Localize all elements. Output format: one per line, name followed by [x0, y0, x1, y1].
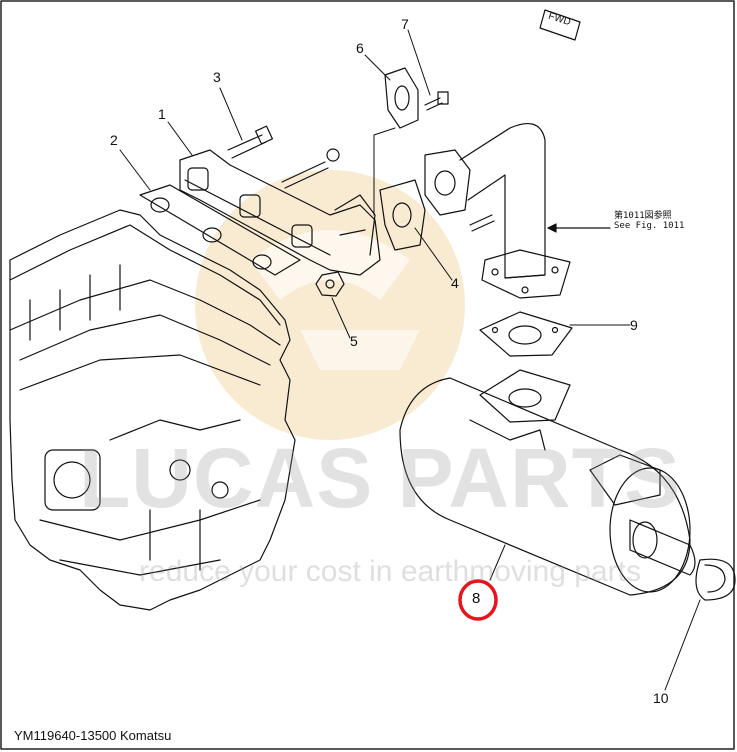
callout-10: 10 — [653, 690, 669, 706]
highlight-circle-part-8 — [458, 579, 498, 621]
gasket-part-6 — [384, 67, 419, 129]
bolt-part-3 — [227, 125, 273, 159]
manifold-gasket-part-2 — [139, 184, 301, 276]
exhaust-elbow-pipe — [424, 122, 571, 299]
watermark-tagline: reduce your cost in earthmoving parts — [139, 555, 641, 588]
nut-part-5 — [315, 271, 345, 297]
callout-5: 5 — [350, 333, 358, 349]
part-caption: YM119640-13500 Komatsu — [14, 728, 172, 743]
reference-note-line1: 第1011図参照 — [614, 211, 672, 221]
stud-bolts — [281, 148, 340, 189]
leader-lines — [119, 29, 701, 691]
callout-2: 2 — [110, 132, 118, 148]
callout-3: 3 — [213, 69, 221, 85]
watermark-brand: LUCAS PARTS — [78, 431, 682, 525]
callout-6: 6 — [356, 40, 364, 56]
fwd-indicator — [539, 9, 581, 41]
callout-7: 7 — [401, 16, 409, 32]
callout-9: 9 — [630, 317, 638, 333]
bolt-part-7 — [424, 91, 449, 111]
callout-8: 8 — [472, 590, 481, 607]
reference-note-line2: See Fig. 1011 — [614, 221, 685, 231]
elbow-bolt — [469, 214, 495, 232]
callout-1: 1 — [158, 106, 166, 122]
gasket-part-9 — [479, 311, 573, 357]
engine-block — [9, 209, 296, 611]
reference-note: 第1011図参照 See Fig. 1011 — [614, 211, 684, 231]
gasket-part-4 — [379, 179, 426, 251]
muffler-part-8 — [399, 369, 696, 596]
exhaust-manifold-part-1 — [179, 149, 381, 276]
callout-4: 4 — [451, 275, 459, 291]
clamp-part-10 — [695, 558, 736, 601]
